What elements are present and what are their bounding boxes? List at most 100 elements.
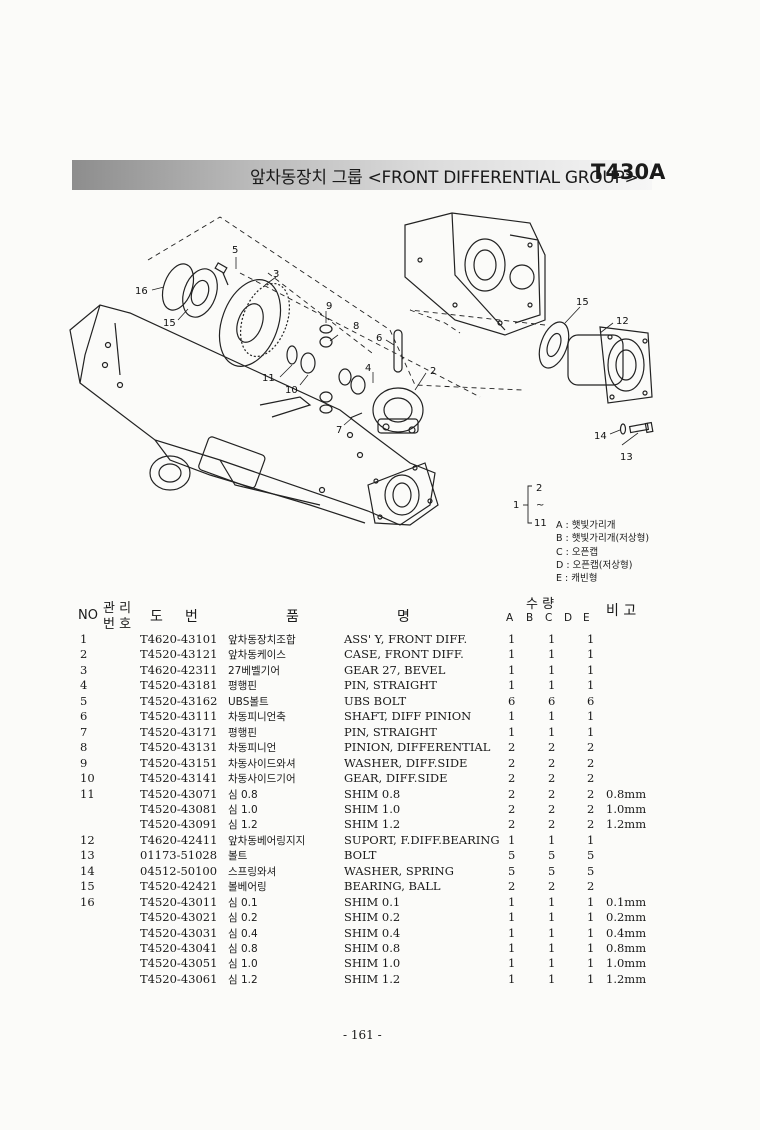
differential-housing <box>69 304 439 526</box>
header-remark: 비 고 <box>606 603 637 619</box>
cell-b: 2 <box>548 771 556 786</box>
callout-6: 6 <box>376 333 382 344</box>
cell-eng: BOLT <box>344 848 377 863</box>
cell-b: 5 <box>548 848 556 863</box>
cell-rem: 0.8mm <box>606 941 647 955</box>
cell-code: T4520-43011 <box>140 894 218 909</box>
differential-case <box>372 387 424 434</box>
cell-eng: WASHER, DIFF.SIDE <box>344 755 468 770</box>
bracket-label: 1 <box>513 500 519 511</box>
bracket-bottom-label: 11 <box>534 518 547 529</box>
cell-no: 2 <box>80 647 88 662</box>
cell-eng: SHIM 1.2 <box>344 971 401 986</box>
cell-kor: 앞차동케이스 <box>228 649 286 662</box>
cell-kor: 평행핀 <box>228 680 257 693</box>
callout-15-left: 15 <box>163 318 176 329</box>
callout-7: 7 <box>336 425 342 436</box>
cell-no: 11 <box>80 786 95 801</box>
header-mgmt-top: 관 리 <box>103 601 132 616</box>
cell-rem: 1.2mm <box>606 817 647 832</box>
cell-no: 10 <box>80 771 95 786</box>
cell-eng: PINION, DIFFERENTIAL <box>344 740 491 755</box>
cell-kor: 차동사이드와셔 <box>228 757 296 770</box>
cell-b: 1 <box>548 632 556 646</box>
cell-a: 1 <box>508 647 516 662</box>
cell-b: 2 <box>548 755 556 770</box>
cell-a: 1 <box>508 709 516 724</box>
cell-a: 1 <box>508 925 516 940</box>
cell-rem: 1.0mm <box>606 801 647 816</box>
header-qty-e: E <box>583 612 590 624</box>
cell-eng: SHAFT, DIFF PINION <box>344 709 472 724</box>
cell-code: T4520-43111 <box>140 709 218 724</box>
cell-a: 1 <box>508 941 516 955</box>
cell-code: T4620-42411 <box>140 832 218 847</box>
cell-d: 1 <box>587 894 595 909</box>
cell-a: 2 <box>508 740 516 755</box>
cell-eng: UBS BOLT <box>344 693 407 708</box>
cell-code: T4520-43121 <box>140 647 218 662</box>
legend-item: C : 오픈캡 <box>556 546 599 558</box>
cell-b: 1 <box>548 925 556 940</box>
cell-no: 7 <box>80 724 88 739</box>
cell-code: T4520-43131 <box>140 740 218 755</box>
cell-kor: 차동피니언 <box>228 742 277 755</box>
cell-no: 5 <box>80 693 88 708</box>
cell-b: 1 <box>548 956 556 971</box>
cell-kor: 볼트 <box>228 850 248 863</box>
cell-a: 1 <box>508 894 516 909</box>
bearing-support <box>567 326 653 404</box>
header-drawing-b: 번 <box>185 609 198 625</box>
cell-rem: 0.4mm <box>606 925 647 940</box>
cell-code: T4620-42311 <box>140 662 218 677</box>
cell-b: 6 <box>548 693 556 708</box>
cell-no: 16 <box>80 894 95 909</box>
cell-a: 2 <box>508 817 516 832</box>
cell-a: 1 <box>508 662 516 677</box>
cell-d: 2 <box>587 771 595 786</box>
cell-no: 15 <box>80 879 95 894</box>
callout-5: 5 <box>232 245 238 256</box>
cell-b: 2 <box>548 740 556 755</box>
assembly-guide-lines <box>147 216 546 398</box>
cell-no: 9 <box>80 755 88 770</box>
cell-eng: ASS' Y, FRONT DIFF. <box>344 632 468 646</box>
cell-rem: 1.2mm <box>606 971 647 986</box>
cell-d: 1 <box>587 941 595 955</box>
header-mgmt-bottom: 번 호 <box>103 617 132 632</box>
cell-no: 6 <box>80 709 88 724</box>
cell-no: 3 <box>80 662 88 677</box>
cell-code: T4520-43071 <box>140 786 218 801</box>
cell-d: 1 <box>587 971 595 986</box>
cell-a: 1 <box>508 910 516 925</box>
cell-eng: SHIM 0.2 <box>344 910 401 925</box>
cell-b: 1 <box>548 910 556 925</box>
cell-d: 2 <box>587 740 595 755</box>
cell-a: 5 <box>508 863 516 878</box>
cell-code: T4520-43061 <box>140 971 218 986</box>
cell-kor: 심 1.2 <box>228 973 258 986</box>
exploded-parts-diagram: 5 3 16 15 9 8 6 4 11 10 2 7 15 12 14 13 … <box>69 212 654 529</box>
callout-10: 10 <box>285 385 298 396</box>
cell-a: 1 <box>508 678 516 693</box>
cell-no: 14 <box>80 863 95 878</box>
page-number: - 161 - <box>343 1028 382 1042</box>
title-bar <box>72 160 652 190</box>
cell-d: 1 <box>587 910 595 925</box>
cell-no: 1 <box>80 632 88 646</box>
cell-eng: PIN, STRAIGHT <box>344 724 437 739</box>
cell-a: 1 <box>508 956 516 971</box>
cell-b: 1 <box>548 724 556 739</box>
bracket-top-label: 2 <box>536 483 542 494</box>
cell-a: 2 <box>508 879 516 894</box>
callout-11: 11 <box>262 373 275 384</box>
